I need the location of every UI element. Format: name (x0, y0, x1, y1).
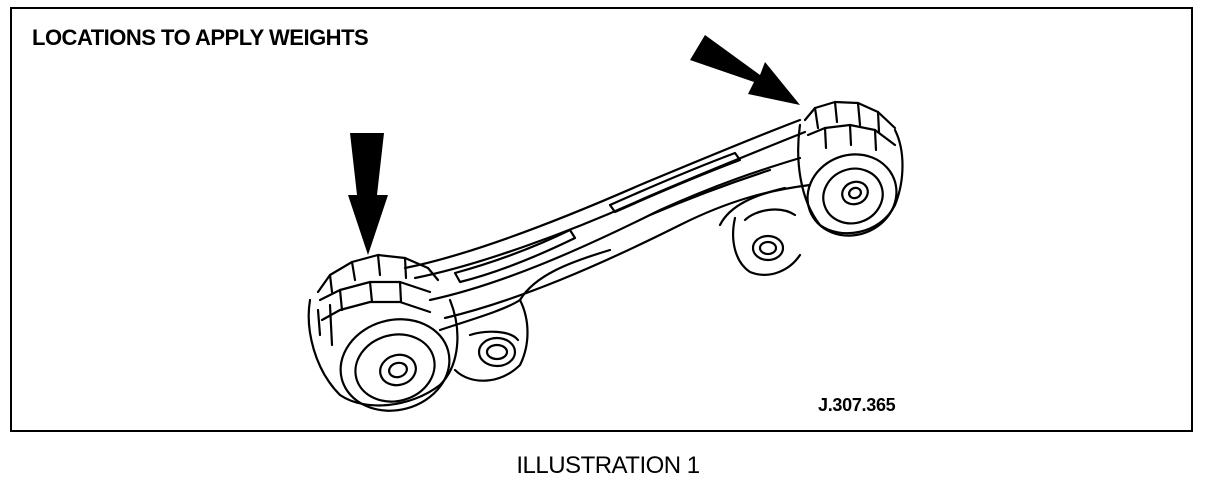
left-bush (307, 253, 459, 412)
right-lug (732, 208, 802, 276)
figure-caption: ILLUSTRATION 1 (516, 452, 700, 479)
figure-frame (10, 7, 1193, 432)
right-bush (797, 100, 904, 237)
reference-code: J.307.365 (818, 395, 896, 415)
diagonal-arrow-icon (690, 35, 800, 105)
left-lug (438, 298, 529, 382)
down-arrow-icon (348, 133, 388, 255)
figure-title: LOCATIONS TO APPLY WEIGHTS (32, 25, 369, 50)
arm-body (403, 118, 812, 320)
